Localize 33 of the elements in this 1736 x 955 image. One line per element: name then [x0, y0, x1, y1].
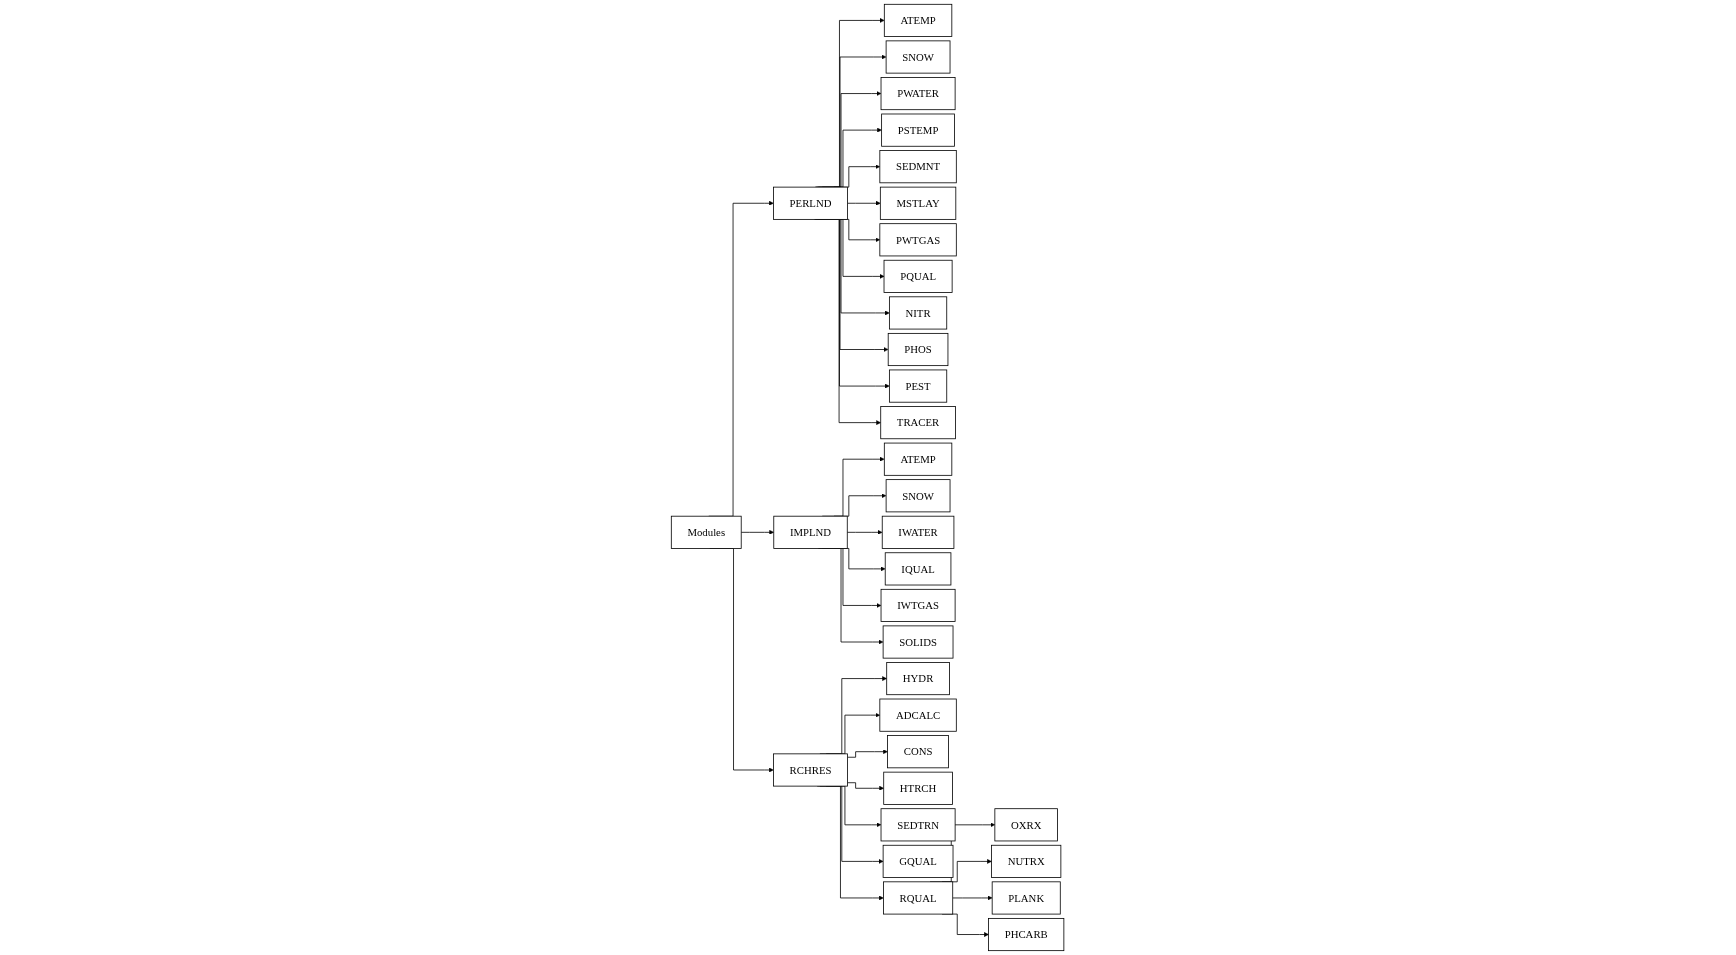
node-box: IMPLND [773, 515, 849, 549]
node-box: OXRX [994, 808, 1059, 842]
node-box: SEDTRN [881, 808, 956, 842]
node-box: RQUAL [883, 881, 954, 915]
node-box: MSTLAY [880, 186, 957, 220]
node-box: ATEMP [884, 442, 953, 476]
node-box: ADCALC [879, 698, 958, 732]
node-box: PEST [889, 369, 948, 403]
node-box: ATEMP [884, 3, 953, 37]
node-box: HTRCH [883, 771, 954, 805]
node-box: TRACER [880, 406, 957, 440]
node-box: SNOW [886, 479, 951, 513]
node-box: PHCARB [988, 918, 1065, 952]
node-box: NITR [889, 296, 948, 330]
node-box: PHOS [888, 333, 949, 367]
node-box: PSTEMP [881, 113, 956, 147]
node-box: IQUAL [885, 552, 952, 586]
node-box: SOLIDS [883, 625, 954, 659]
node-box: SEDMNT [879, 150, 958, 184]
node-box: NUTRX [991, 844, 1062, 878]
node-box: HYDR [886, 662, 951, 696]
node-box: RCHRES [773, 753, 849, 787]
node-box: PLANK [992, 881, 1062, 915]
node-box: CONS [887, 735, 950, 769]
node-box: PERLND [773, 186, 849, 220]
node-box: GQUAL [883, 844, 954, 878]
node-box: PWTGAS [879, 223, 958, 257]
node-box: Modules [671, 515, 742, 549]
node-box: PQUAL [884, 259, 953, 293]
node-box: PWATER [881, 77, 956, 111]
node-box: IWTGAS [881, 588, 956, 622]
node-box: IWATER [882, 515, 955, 549]
node-box: SNOW [886, 40, 951, 74]
